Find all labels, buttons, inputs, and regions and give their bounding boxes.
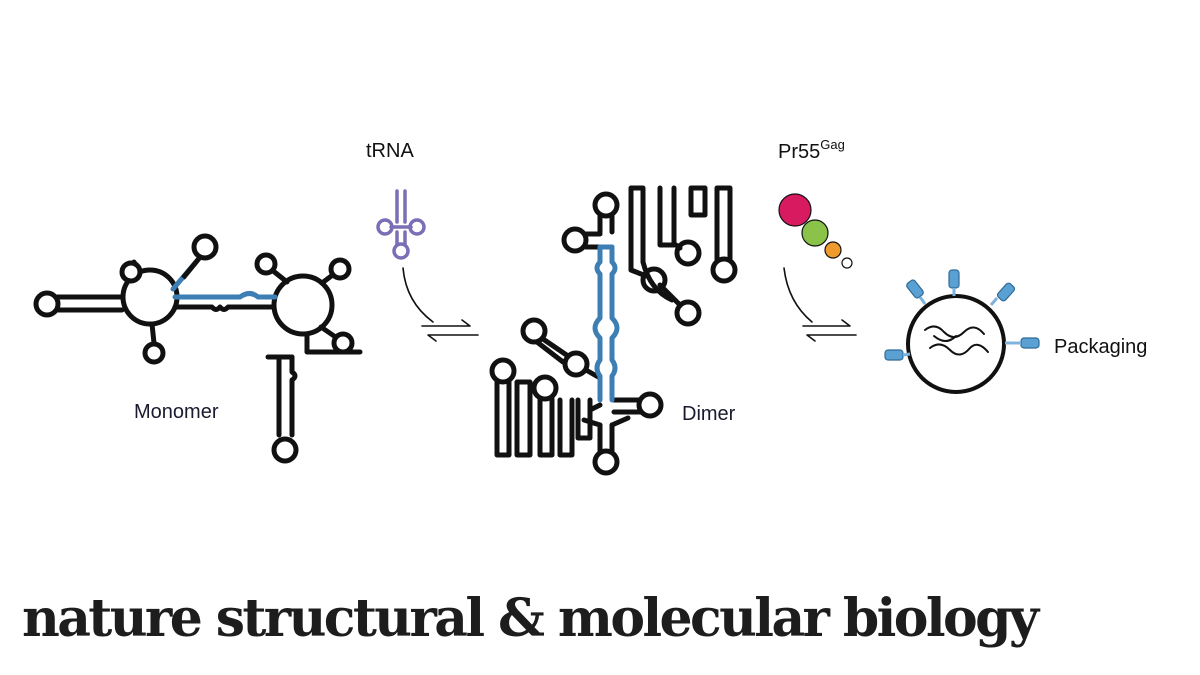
- trna-glyph: [376, 189, 426, 260]
- monomer-structure: [33, 252, 363, 464]
- monomer-loop-upper-left: [119, 260, 143, 284]
- trna-label: tRNA: [366, 140, 414, 162]
- gag-domain-nc: [824, 241, 842, 259]
- monomer-top-loop: [191, 233, 219, 261]
- dimer-label: Dimer: [682, 403, 736, 425]
- monomer-branch-lower: [149, 321, 157, 346]
- dimer-blue-right: [609, 244, 620, 403]
- envelope-glycoproteins: [884, 269, 1040, 361]
- glycoprotein-upper-right: [989, 282, 1016, 306]
- glycoprotein-left: [884, 349, 911, 361]
- dimer-loop-j: [636, 391, 664, 419]
- dimer-loop-g: [562, 350, 590, 378]
- dimer-highlight: [592, 244, 620, 403]
- packaging-label: Packaging: [1054, 336, 1148, 358]
- pr55-base: Pr55: [778, 141, 821, 163]
- dimer-stem-a: [628, 185, 646, 273]
- equilibrium-arrow-2: [783, 267, 857, 342]
- gag-domain-ma: [778, 193, 812, 227]
- monomer-right-junction: [271, 273, 335, 337]
- virion-particle: [884, 269, 1040, 394]
- pr55gag-label: Pr55Gag: [778, 137, 845, 164]
- dimer-loop-i: [531, 374, 559, 402]
- equilibrium-arrow-1: [402, 267, 479, 342]
- dimer-stem-b: [657, 185, 677, 248]
- monomer-connector-lower: [172, 304, 276, 312]
- virion-envelope: [906, 294, 1006, 394]
- monomer-tail: [304, 331, 363, 355]
- dimer-loop-e: [674, 299, 702, 327]
- gag-domain-ca: [801, 219, 829, 247]
- glycoprotein-top: [948, 269, 960, 296]
- dimer-loop-left-upper: [561, 226, 589, 254]
- monomer-down-stem: [276, 354, 298, 438]
- packaged-genome: [924, 325, 989, 356]
- dimer-loop-k: [592, 448, 620, 476]
- monomer-loop-ul: [254, 252, 278, 276]
- monomer-loop-lr: [331, 331, 355, 355]
- monomer-branch-ul: [269, 267, 290, 285]
- dimer-loop-b: [674, 239, 702, 267]
- dimer-blue-left: [592, 244, 603, 403]
- dimer-structure: [489, 185, 738, 476]
- journal-title: nature structural & molecular biology: [22, 588, 1039, 649]
- monomer-left-loop: [33, 290, 61, 318]
- gag-domain-p6: [841, 257, 853, 269]
- glycoprotein-upper-left: [906, 279, 927, 305]
- pr55-superscript: Gag: [820, 137, 845, 152]
- monomer-down-loop: [271, 436, 299, 464]
- monomer-loop-ur: [328, 257, 352, 281]
- dimer-loop-f: [520, 317, 548, 345]
- dimer-stem-c: [688, 185, 708, 218]
- dimer-stem-d: [714, 185, 733, 263]
- monomer-blue-connector: [172, 291, 278, 300]
- glycoprotein-right: [1005, 337, 1040, 349]
- monomer-left-stem: [55, 294, 125, 313]
- monomer-loop-lower: [142, 341, 166, 365]
- dimer-loop-d: [710, 256, 738, 284]
- monomer-label: Monomer: [134, 401, 219, 423]
- gag-protein-glyph: [778, 193, 853, 269]
- dimer-loop-h: [489, 357, 517, 385]
- dimer-loop-top: [592, 191, 620, 219]
- monomer-top-hairpin: [181, 233, 219, 280]
